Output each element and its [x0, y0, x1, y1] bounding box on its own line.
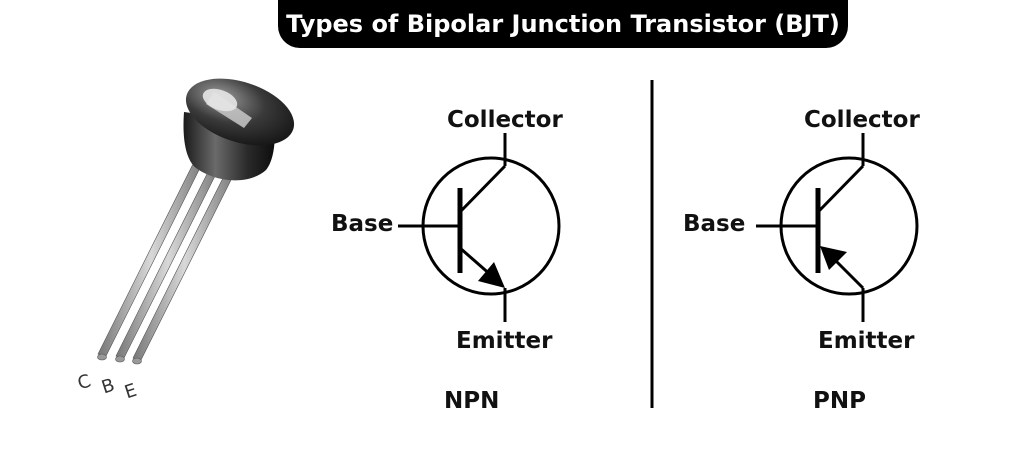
title-banner: Types of Bipolar Junction Transistor (BJ…: [278, 0, 848, 48]
pnp-emitter-label: Emitter: [818, 328, 915, 354]
pnp-collector-label: Collector: [804, 107, 920, 133]
npn-collector-label: Collector: [447, 107, 563, 133]
transistor-leads: [97, 157, 237, 365]
npn-type-label: NPN: [444, 388, 500, 414]
pnp-symbol: [756, 133, 919, 322]
pnp-emitter-line: [831, 256, 865, 290]
pnp-type-label: PNP: [813, 388, 866, 414]
npn-base-label: Base: [331, 211, 394, 237]
npn-emitter-label: Emitter: [456, 328, 553, 354]
transistor-package-illustration: [97, 78, 295, 365]
diagram-title: Types of Bipolar Junction Transistor (BJ…: [286, 10, 840, 38]
npn-collector-line: [458, 164, 507, 214]
pnp-emitter-arrow: [820, 246, 847, 270]
pnp-collector-line: [816, 164, 865, 214]
npn-symbol: [398, 133, 561, 322]
npn-emitter-arrow: [478, 262, 505, 288]
pnp-base-label: Base: [683, 211, 746, 237]
